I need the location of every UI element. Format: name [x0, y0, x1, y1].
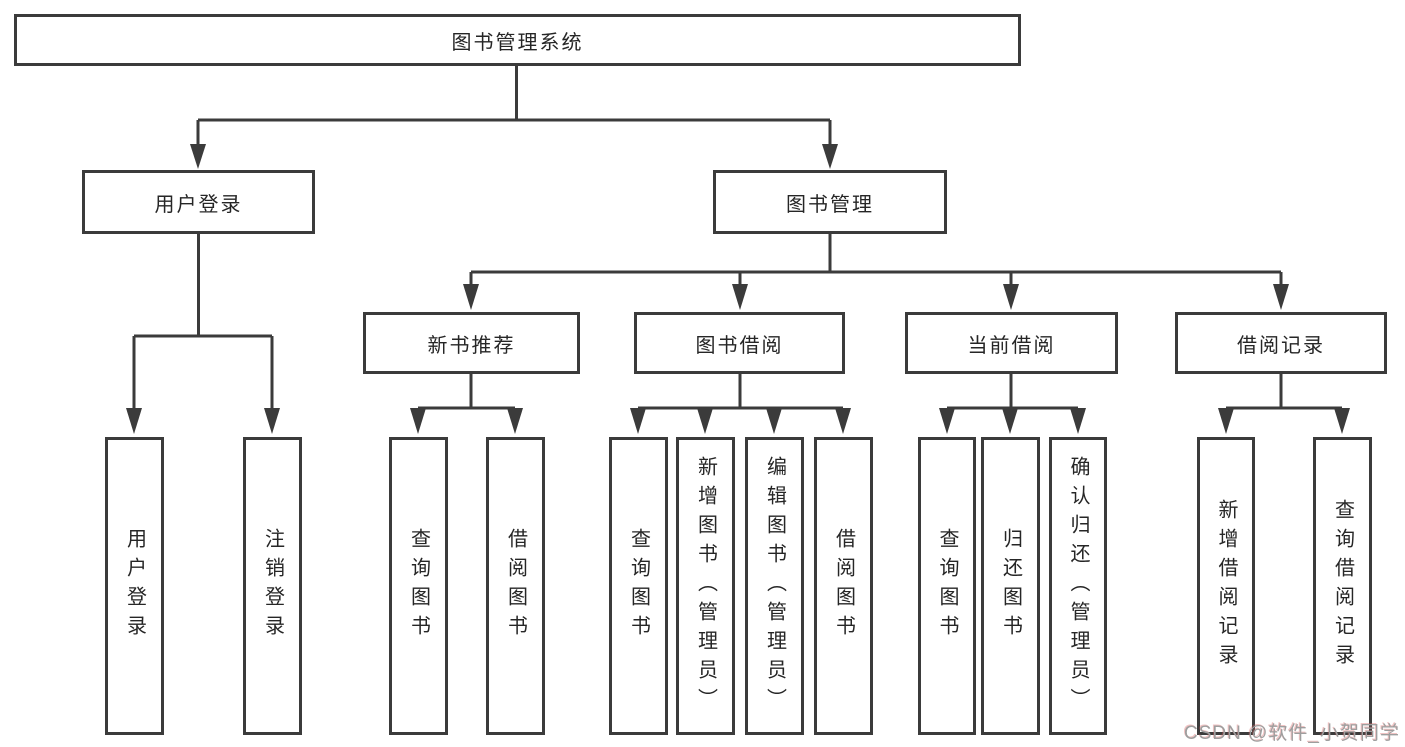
new-book-recommend-connector	[410, 373, 523, 434]
leaf-logout: 注销登录	[243, 437, 302, 735]
node-library-system: 图书管理系统	[14, 14, 1021, 66]
arrow-down-icon	[835, 408, 851, 434]
root-connector	[190, 65, 838, 169]
leaf-return-books: 归还图书	[981, 437, 1040, 735]
arrow-down-icon	[630, 408, 646, 434]
arrow-down-icon	[732, 284, 748, 310]
leaf-query-books-2: 查询图书	[609, 437, 668, 735]
leaf-add-borrow-record: 新增借阅记录	[1197, 437, 1255, 735]
user-login-connector	[126, 233, 280, 434]
borrow-records-connector	[1218, 373, 1350, 434]
arrow-down-icon	[1273, 284, 1289, 310]
arrow-down-icon	[1218, 408, 1234, 434]
node-new-book-recommend: 新书推荐	[363, 312, 580, 374]
leaf-add-books-admin: 新增图书（管理员）	[676, 437, 735, 735]
leaf-borrow-books-2: 借阅图书	[814, 437, 873, 735]
arrow-down-icon	[1334, 408, 1350, 434]
arrow-down-icon	[190, 144, 206, 169]
arrow-down-icon	[1003, 284, 1019, 310]
node-book-borrow: 图书借阅	[634, 312, 845, 374]
leaf-query-books-3: 查询图书	[918, 437, 976, 735]
node-user-login-module: 用户登录	[82, 170, 315, 234]
leaf-query-borrow-record: 查询借阅记录	[1313, 437, 1372, 735]
arrow-down-icon	[264, 408, 280, 434]
leaf-query-books-1: 查询图书	[389, 437, 448, 735]
leaf-edit-books-admin: 编辑图书（管理员）	[745, 437, 804, 735]
watermark: CSDN @软件_小贺同学	[1184, 723, 1400, 744]
arrow-down-icon	[1002, 408, 1018, 434]
arrow-down-icon	[507, 408, 523, 434]
leaf-user-login: 用户登录	[105, 437, 164, 735]
book-borrow-connector	[630, 373, 851, 434]
node-borrow-records: 借阅记录	[1175, 312, 1387, 374]
arrow-down-icon	[766, 408, 782, 434]
arrow-down-icon	[410, 408, 426, 434]
leaf-borrow-books-1: 借阅图书	[486, 437, 545, 735]
book-management-connector	[463, 233, 1289, 310]
node-book-management: 图书管理	[713, 170, 947, 234]
node-current-borrow: 当前借阅	[905, 312, 1118, 374]
arrow-down-icon	[463, 284, 479, 310]
arrow-down-icon	[126, 408, 142, 434]
arrow-down-icon	[1070, 408, 1086, 434]
arrow-down-icon	[697, 408, 713, 434]
leaf-confirm-return-admin: 确认归还（管理员）	[1049, 437, 1107, 735]
current-borrow-connector	[939, 373, 1086, 434]
arrow-down-icon	[822, 144, 838, 169]
arrow-down-icon	[939, 408, 955, 434]
